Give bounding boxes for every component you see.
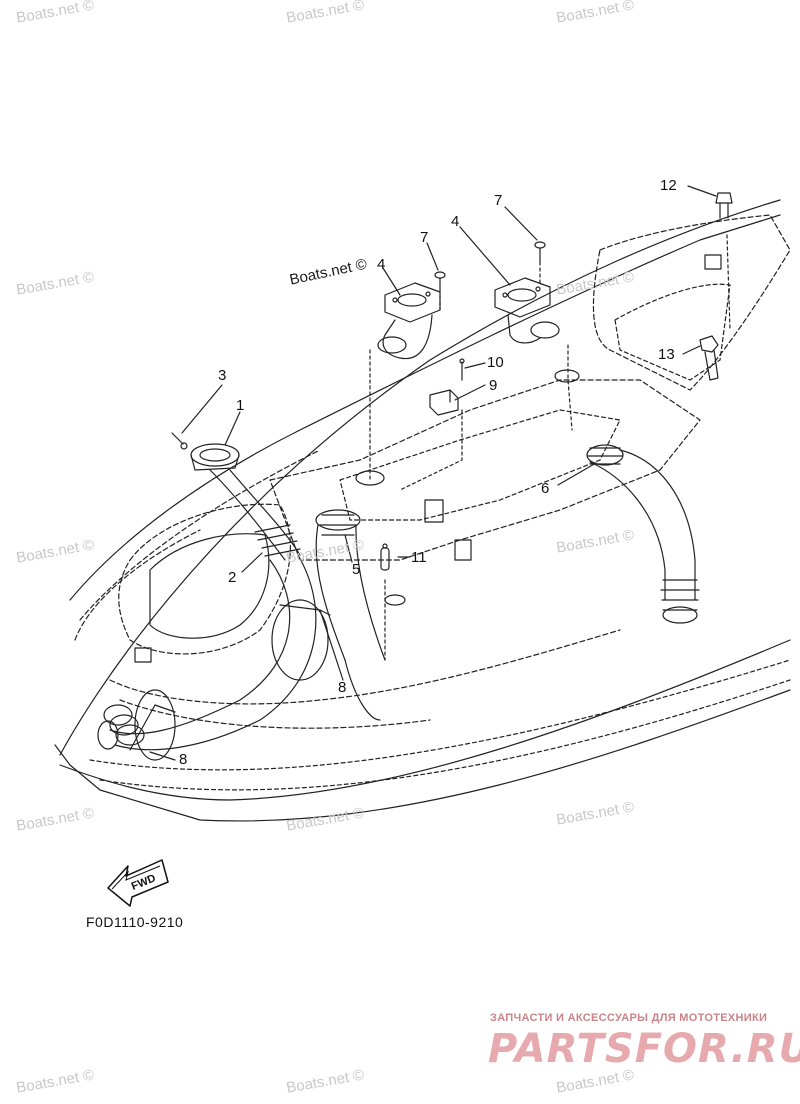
callout-10: 10 — [487, 354, 504, 371]
part-6-hose — [586, 444, 700, 624]
deck-floor — [269, 379, 701, 561]
callout-1: 1 — [236, 397, 245, 414]
deck-hole — [554, 369, 580, 383]
deck-bracket — [454, 539, 472, 561]
leader-13 — [682, 345, 701, 355]
callout-7b: 7 — [494, 192, 503, 209]
callout-11: 11 — [411, 549, 427, 566]
assembly-leader — [567, 344, 573, 431]
hull-rail — [69, 214, 781, 601]
leader-8b — [149, 751, 176, 761]
part-7-screw-right — [534, 241, 546, 263]
hull-outline — [54, 689, 791, 822]
leader-2 — [241, 552, 263, 573]
part-9-box — [429, 389, 459, 416]
leader-4a — [382, 267, 401, 296]
part-5-hose — [315, 509, 386, 721]
part-1-flange — [190, 443, 240, 471]
hull-outline — [59, 199, 781, 756]
deck-rear-inner — [614, 283, 731, 381]
callout-8a: 8 — [338, 679, 347, 696]
front-opening-inner — [149, 533, 270, 639]
callout-5: 5 — [352, 561, 361, 578]
hose-corrugated-end — [97, 689, 176, 761]
hull-outline — [59, 639, 791, 801]
deck-bracket — [424, 499, 444, 523]
brand-logo: PARTSFOR.RU — [488, 1026, 800, 1072]
leader-8a — [319, 609, 344, 681]
leader-7b — [504, 206, 538, 241]
callout-13: 13 — [658, 346, 675, 363]
diagram-code: F0D1110-9210 — [86, 914, 184, 930]
hull-rail — [79, 449, 321, 621]
leader-6 — [557, 462, 597, 486]
part-11-pin — [380, 543, 390, 571]
leader-7a — [426, 242, 439, 271]
leader-10 — [464, 362, 486, 369]
deck-bracket — [134, 647, 152, 663]
leader-3 — [181, 384, 223, 434]
assembly-leader — [399, 409, 463, 491]
leader-4b — [459, 226, 511, 286]
callout-12: 12 — [660, 177, 677, 194]
part-7-screw-left — [434, 271, 446, 291]
leader-9 — [454, 384, 486, 401]
callout-9: 9 — [489, 377, 498, 394]
assembly-leader — [726, 234, 731, 331]
part-4-elbow-right — [494, 277, 560, 344]
callout-4b: 4 — [451, 213, 460, 230]
front-opening — [118, 503, 291, 655]
hull-rail — [89, 659, 791, 771]
callout-3: 3 — [218, 367, 227, 384]
leader-1 — [224, 411, 241, 446]
part-3-rivet — [171, 432, 188, 450]
frame-line — [119, 699, 431, 729]
part-10-pin — [459, 358, 465, 381]
brand-tagline: ЗАПЧАСТИ И АКСЕССУАРЫ ДЛЯ МОТОТЕХНИКИ — [490, 1012, 768, 1024]
deck-bracket — [704, 254, 722, 270]
part-13-clip — [699, 335, 719, 381]
callout-8b: 8 — [179, 751, 188, 768]
part-12-bolt — [715, 192, 733, 219]
deck-rear — [592, 214, 791, 391]
leader-12 — [687, 185, 717, 197]
callout-6: 6 — [541, 480, 550, 497]
frame-line — [109, 629, 621, 705]
fwd-arrow-icon: FWD — [107, 859, 169, 907]
deck-hole — [384, 594, 406, 606]
frame-line — [74, 529, 201, 641]
part-2-hose — [109, 469, 317, 751]
callout-2: 2 — [228, 569, 237, 586]
leader-5 — [344, 534, 353, 563]
deck-floor-inner — [339, 409, 621, 521]
callout-4a: 4 — [377, 256, 386, 273]
part-4-elbow-left — [377, 282, 441, 360]
hull-rail — [99, 679, 791, 791]
part-8-tie — [129, 599, 331, 751]
deck-hole — [355, 470, 385, 486]
callout-7a: 7 — [420, 229, 429, 246]
